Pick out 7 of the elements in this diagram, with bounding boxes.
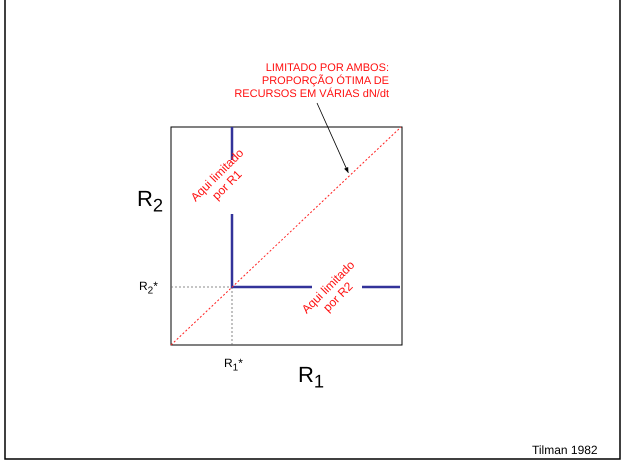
axis-label: R$_{2}$ [137,186,164,216]
threshold-label: R$_{2}$* [139,279,158,296]
annotation-text: LIMITADO POR AMBOS: PROPORÇÃO ÓTIMA DE RECURSOS EM VÁRIAS dN/dt [229,62,389,101]
axis-label: R$_{1}$ [298,362,324,392]
leader-line [316,102,349,174]
source-note: Tilman 1982 [532,443,598,457]
threshold-label: R$_{1}$* [224,356,243,374]
